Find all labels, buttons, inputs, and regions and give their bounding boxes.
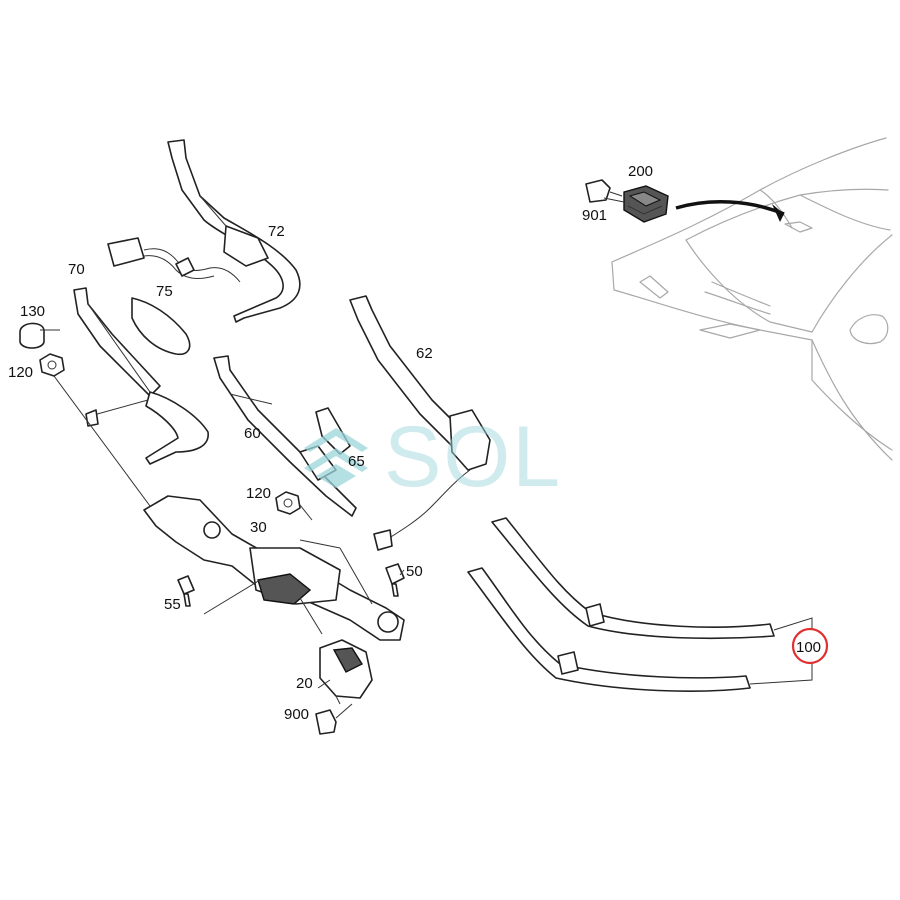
label-30: 30 — [250, 519, 267, 536]
part-70-wiper-arm — [73, 287, 209, 465]
part-120-nut-center — [275, 491, 301, 515]
label-100-highlight-circle — [791, 627, 829, 665]
part-900-connector — [315, 703, 353, 735]
watermark-text: SOL — [384, 409, 562, 505]
label-72: 72 — [268, 223, 285, 240]
part-72-cable-bracket — [167, 139, 301, 323]
part-901-pad — [585, 179, 623, 203]
watermark-logo-top — [304, 428, 368, 452]
sensor-arrow — [675, 200, 785, 222]
part-200-rain-sensor — [623, 185, 669, 223]
label-900: 900 — [284, 706, 309, 723]
label-20: 20 — [296, 675, 313, 692]
part-130-cap — [19, 322, 45, 349]
car-outline — [611, 137, 893, 461]
label-70: 70 — [68, 261, 85, 278]
part-55-bolt — [177, 575, 195, 607]
label-200: 200 — [628, 163, 653, 180]
label-901: 901 — [582, 207, 607, 224]
part-100-wiper-blades — [467, 517, 813, 692]
leader-lines — [40, 197, 625, 689]
label-62: 62 — [416, 345, 433, 362]
part-labels: 200 901 72 70 75 130 120 62 60 65 120 30… — [8, 163, 829, 723]
part-50-bolt — [385, 563, 405, 597]
part-30-linkage — [143, 495, 405, 641]
part-20-wiper-motor — [319, 639, 373, 705]
label-120-left: 120 — [8, 364, 33, 381]
watermark-logo-bottom — [304, 448, 368, 472]
label-75: 75 — [156, 283, 173, 300]
label-50: 50 — [406, 563, 423, 580]
part-120-nut-left — [39, 353, 65, 377]
label-130: 130 — [20, 303, 45, 320]
label-100: 100 — [796, 639, 821, 656]
label-55: 55 — [164, 596, 181, 613]
watermark-logo-base — [316, 464, 356, 488]
sol-watermark: SOL — [304, 409, 562, 505]
label-120-center: 120 — [246, 485, 271, 502]
label-60: 60 — [244, 425, 261, 442]
label-65: 65 — [348, 453, 365, 470]
part-62-wiper-arm — [349, 295, 491, 551]
part-75-wire-harness — [107, 237, 241, 283]
